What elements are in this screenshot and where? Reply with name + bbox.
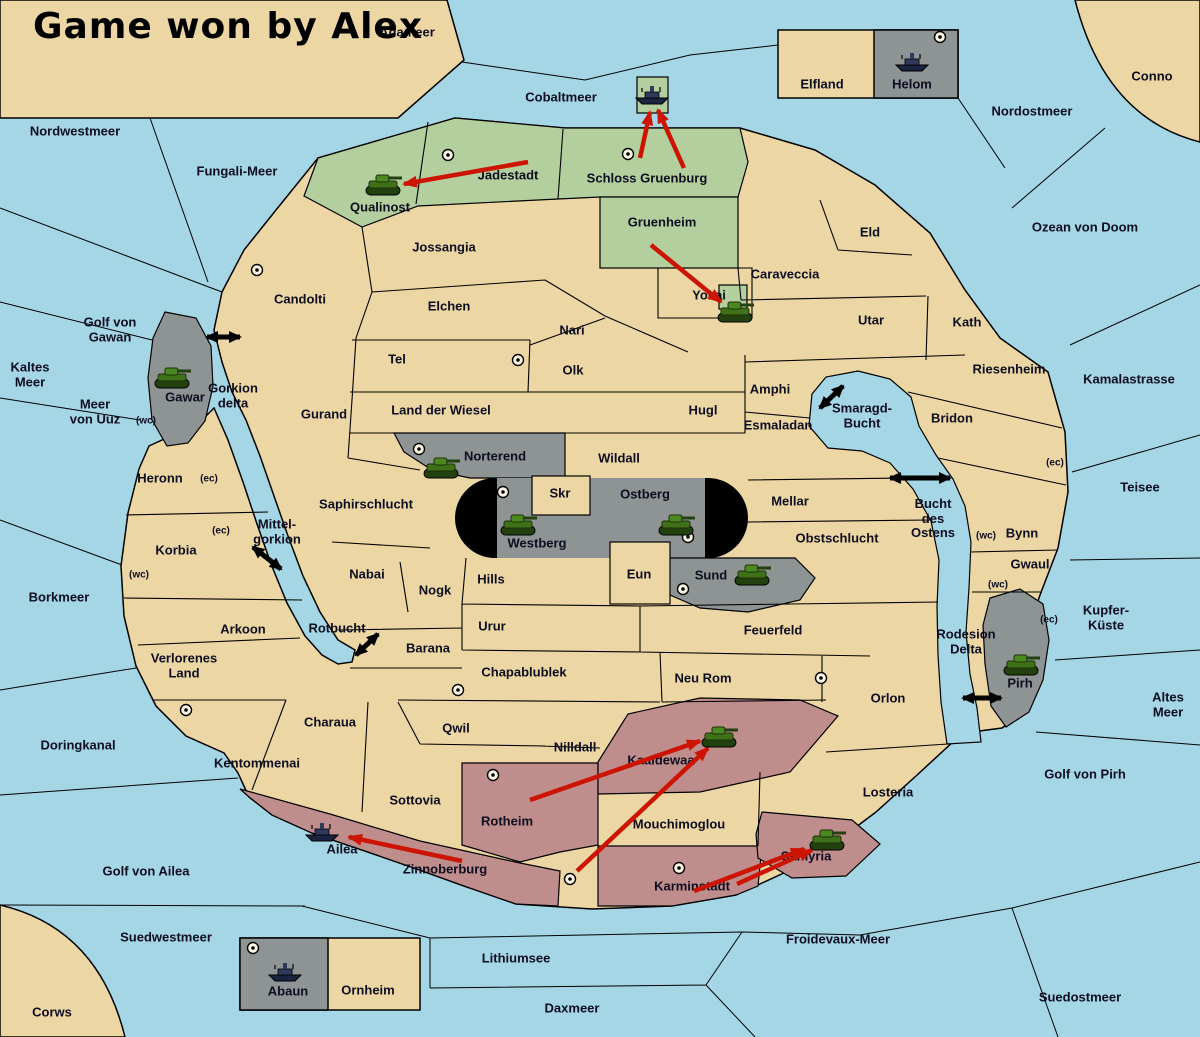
supply-center-icon	[250, 263, 264, 277]
supply-center-icon	[441, 148, 455, 162]
supply-center-icon	[933, 30, 947, 44]
supply-center-icon	[676, 582, 690, 596]
title-island	[0, 0, 465, 119]
yokai-marker-square	[718, 284, 748, 310]
supply-center-icon	[672, 861, 686, 875]
supply-center-icon	[179, 703, 193, 717]
sea-borders	[0, 44, 1200, 1037]
supply-center-icon	[621, 147, 635, 161]
cobaltmeer-fleet-box	[636, 76, 669, 114]
territory-westberg-ostberg[interactable]	[497, 478, 705, 558]
legend-elfland-helom	[777, 29, 959, 99]
page-title: Game won by Alex	[33, 6, 424, 47]
east-bay-water	[808, 370, 982, 745]
territory-rotheim[interactable]	[461, 762, 599, 863]
legend-abaun-ornheim	[239, 937, 421, 1011]
supply-center-icon	[681, 530, 695, 544]
corws-island	[0, 904, 126, 1037]
supply-center-icon	[486, 768, 500, 782]
supply-center-icon	[814, 671, 828, 685]
supply-center-icon	[412, 442, 426, 456]
conno-island	[1074, 0, 1200, 143]
supply-center-icon	[496, 485, 510, 499]
supply-center-icon	[451, 683, 465, 697]
supply-center-icon	[246, 941, 260, 955]
territory-skr[interactable]	[531, 475, 591, 516]
supply-center-icon	[563, 872, 577, 886]
territory-eun[interactable]	[609, 541, 671, 605]
supply-center-icon	[511, 353, 525, 367]
territory-gruenheim[interactable]	[599, 196, 739, 269]
